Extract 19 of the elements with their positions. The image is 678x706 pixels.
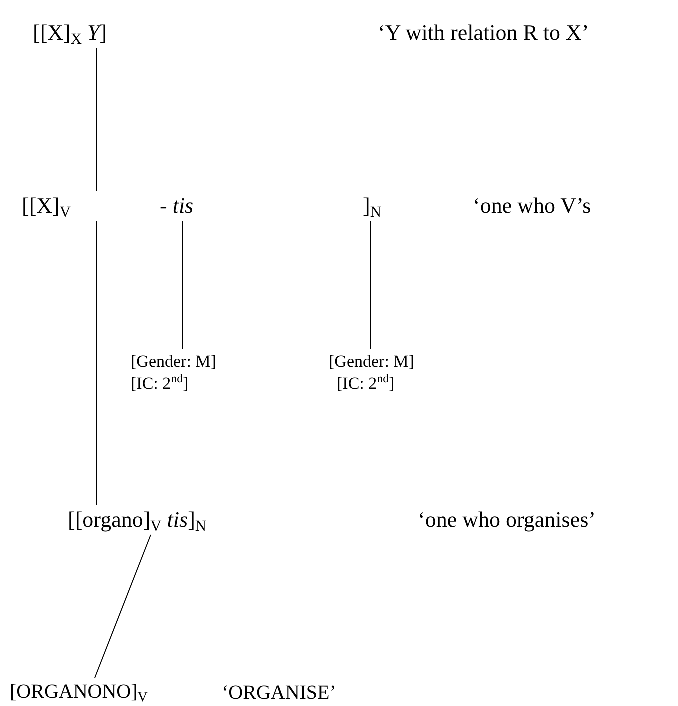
- tree-line: [182, 220, 184, 350]
- morpheme-text: [[X]$_{X}$ Y]: [33, 22, 108, 44]
- morpheme-text: ]$_{N}$: [363, 195, 382, 217]
- tree-line: [94, 534, 152, 678]
- morpheme-text: - tis: [160, 195, 194, 217]
- morpheme-text: [Gender: M]: [329, 351, 414, 373]
- tree-line: [370, 220, 372, 350]
- feature-text: [IC: 2$^{nd}$]: [131, 373, 190, 396]
- gloss-text: ‘one who V’s: [473, 195, 592, 217]
- morpheme-text: [[X]$_{V}$: [22, 195, 71, 217]
- tree-line: [96, 48, 98, 192]
- gloss-text: ‘one who organises’: [418, 509, 596, 531]
- tree-line: [96, 220, 98, 506]
- morpheme-text: [[organo]$_{V}$ tis]$_{N}$: [68, 509, 207, 531]
- gloss-text: ‘Y with relation R to X’: [378, 22, 590, 44]
- gloss-text: ‘ORGANISE’: [222, 683, 336, 703]
- morpheme-text: [Gender: M]: [131, 351, 216, 373]
- feature-text: [IC: 2$^{nd}$]: [336, 373, 396, 396]
- morpheme-text: [ORGANONO]$_{V}$: [10, 682, 148, 702]
